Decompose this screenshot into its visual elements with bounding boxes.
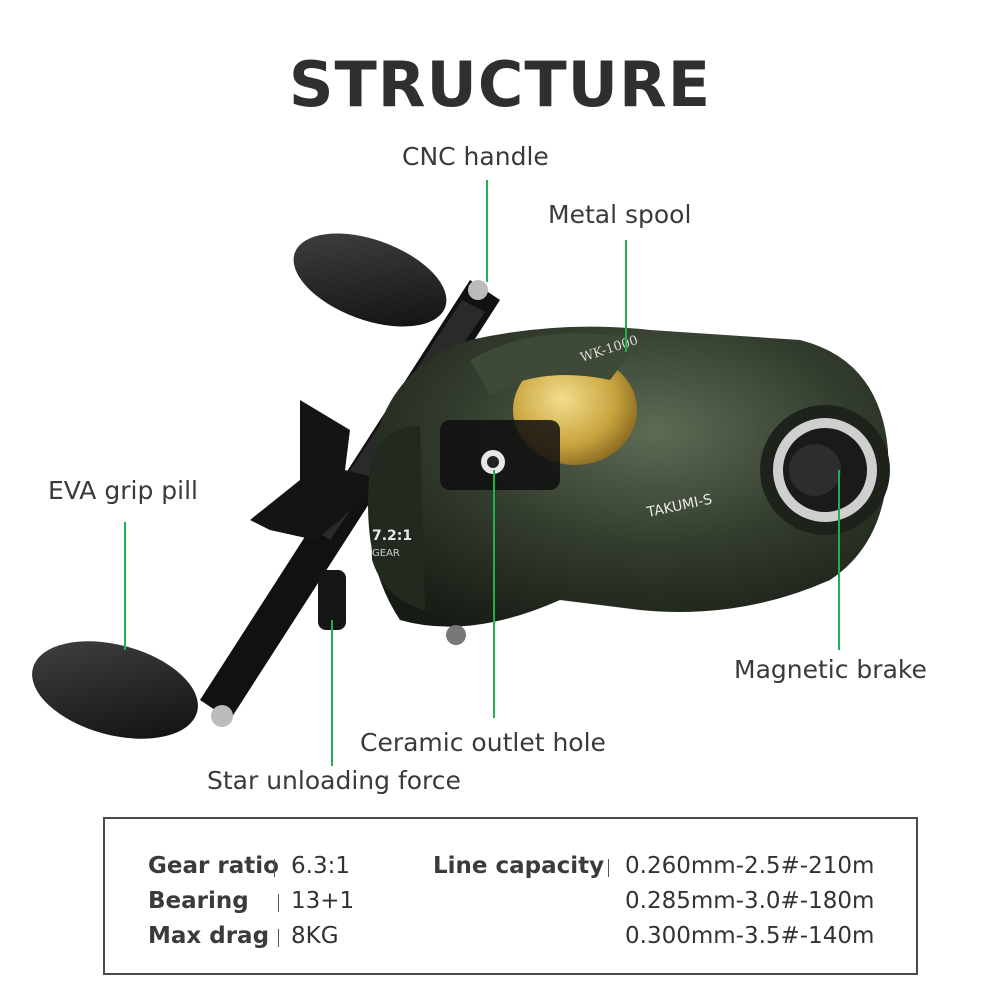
spec-line-capacity-label: Line capacity	[433, 853, 605, 879]
spec-line-capacity-2: 0.285mm-3.0#-180m	[625, 888, 875, 914]
spec-separator	[274, 859, 275, 877]
spec-max-drag-label: Max drag	[148, 923, 270, 949]
callout-line-star-drag	[331, 620, 333, 766]
spec-box: Gear ratio 6.3:1 Bearing 13+1 Max drag 8…	[103, 817, 918, 975]
callout-line-cnc-handle	[486, 180, 488, 282]
callout-ceramic-outlet: Ceramic outlet hole	[360, 728, 606, 757]
spec-gear-ratio-label: Gear ratio	[148, 853, 279, 879]
callout-metal-spool: Metal spool	[548, 200, 692, 229]
callout-eva-grip: EVA grip pill	[48, 476, 198, 505]
spec-separator	[278, 894, 279, 912]
spec-gear-ratio-value: 6.3:1	[291, 853, 350, 879]
spec-bearing-label: Bearing	[148, 888, 249, 914]
top-knob	[293, 233, 447, 327]
spec-line-capacity-1: 0.260mm-2.5#-210m	[625, 853, 875, 879]
spec-bearing-value: 13+1	[291, 888, 355, 914]
callout-line-metal-spool	[625, 240, 627, 352]
svg-text:7.2:1: 7.2:1	[372, 528, 412, 544]
star-drag	[250, 400, 385, 540]
callout-cnc-handle: CNC handle	[402, 142, 549, 171]
callout-line-magnetic-brake	[838, 470, 840, 650]
callout-magnetic-brake: Magnetic brake	[734, 655, 927, 684]
spec-separator	[608, 859, 609, 877]
page-title: STRUCTURE	[288, 48, 712, 121]
bottom-knob	[32, 641, 198, 739]
spec-line-capacity-3: 0.300mm-3.5#-140m	[625, 923, 875, 949]
spec-separator	[278, 929, 279, 947]
callout-line-ceramic-outlet	[493, 470, 495, 718]
callout-line-eva-grip	[124, 522, 126, 650]
reel-body	[368, 326, 889, 627]
callout-star-drag: Star unloading force	[207, 766, 461, 795]
spec-max-drag-value: 8KG	[291, 923, 339, 949]
svg-text:GEAR: GEAR	[372, 548, 400, 559]
